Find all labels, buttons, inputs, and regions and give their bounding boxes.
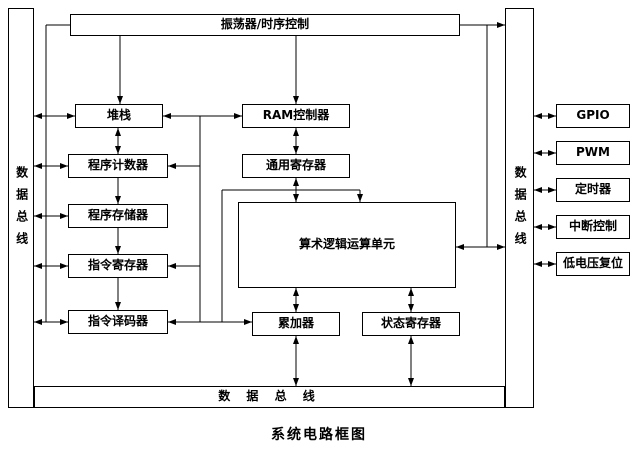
right-data-bus: 数据总线 [505, 8, 534, 408]
peripheral-gpio: GPIO [556, 104, 630, 128]
diagram-caption: 系统电路框图 [271, 427, 367, 443]
peripheral-timer: 定时器 [556, 178, 630, 202]
block-stack: 堆栈 [75, 104, 163, 128]
block-ram-controller: RAM控制器 [242, 104, 350, 128]
block-status-register: 状态寄存器 [362, 312, 460, 336]
block-instruction-decoder: 指令译码器 [68, 310, 168, 334]
connection-lines [34, 22, 556, 386]
block-oscillator-timing-control: 振荡器/时序控制 [70, 14, 460, 36]
left-data-bus: 数据总线 [8, 8, 34, 408]
peripheral-low-voltage-reset: 低电压复位 [556, 252, 630, 276]
block-alu: 算术逻辑运算单元 [238, 202, 456, 288]
block-program-counter: 程序计数器 [68, 154, 168, 178]
block-accumulator: 累加器 [252, 312, 340, 336]
block-program-memory: 程序存储器 [68, 204, 168, 228]
peripheral-interrupt-control: 中断控制 [556, 215, 630, 239]
block-general-registers: 通用寄存器 [242, 154, 350, 178]
bottom-data-bus: 数 据 总 线 [34, 386, 505, 408]
peripheral-pwm: PWM [556, 141, 630, 165]
block-instruction-register: 指令寄存器 [68, 254, 168, 278]
